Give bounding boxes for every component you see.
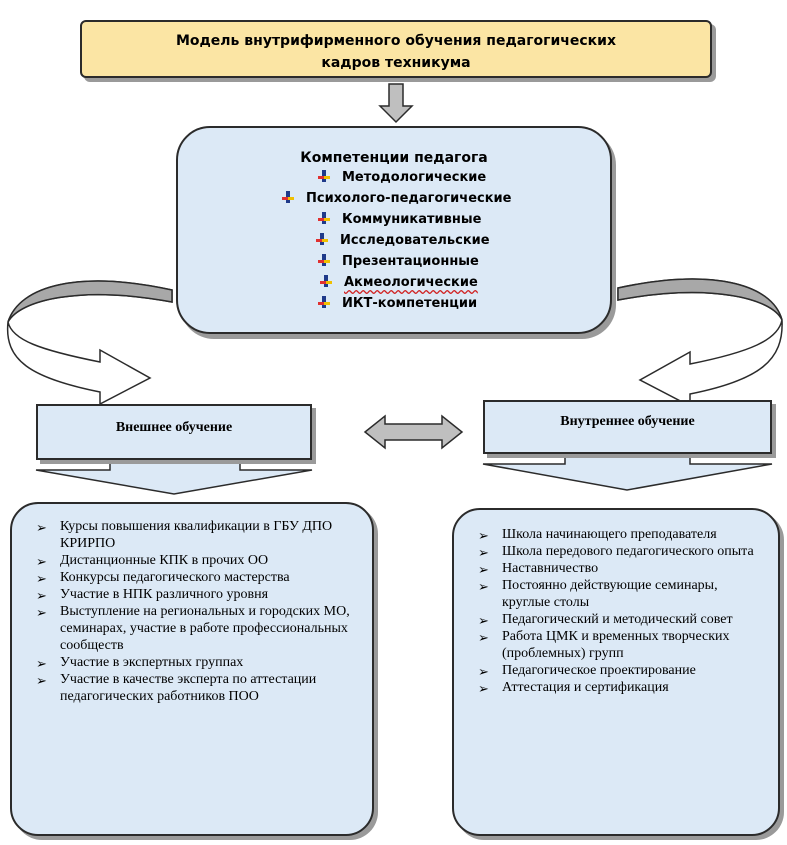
model-title-box: Модель внутрифирменного обучения педагог…	[80, 20, 712, 78]
arrowhead-bullet-icon: ➢	[36, 571, 47, 586]
list-item: ➢Школа передового педагогического опыта	[478, 544, 754, 560]
pinwheel-bullet-icon	[320, 275, 332, 287]
down-arrow-title	[378, 83, 414, 124]
arrowhead-bullet-icon: ➢	[478, 545, 489, 560]
internal-callout-arrow	[482, 451, 773, 491]
list-item: ➢Работа ЦМК и временных творческих (проб…	[478, 629, 730, 661]
arrowhead-bullet-icon: ➢	[36, 588, 47, 603]
arrowhead-bullet-icon: ➢	[36, 520, 47, 535]
competence-item: Коммуникативные	[318, 212, 481, 227]
pinwheel-bullet-icon	[318, 296, 330, 308]
arrowhead-bullet-icon: ➢	[478, 579, 489, 594]
list-item: ➢Школа начинающего преподавателя	[478, 527, 717, 543]
competence-item: Психолого-педагогические	[282, 191, 511, 206]
pinwheel-bullet-icon	[282, 191, 294, 203]
model-title-line-2: кадров техникума	[321, 55, 471, 71]
list-item: ➢Участие в экспертных группах	[36, 655, 244, 671]
external-training-label: Внешнее обучение	[115, 420, 233, 435]
list-item: ➢Постоянно действующие семинары, круглые…	[478, 578, 718, 610]
internal-training-label: Внутреннее обучение	[560, 414, 695, 429]
arrowhead-bullet-icon: ➢	[36, 605, 47, 620]
list-item: ➢Курсы повышения квалификации в ГБУ ДПО …	[36, 519, 333, 551]
internal-activities-list: ➢Школа начинающего преподавателя ➢Школа …	[452, 508, 780, 836]
competences-box: Компетенции педагога Методологические Пс…	[176, 126, 612, 334]
double-arrow	[363, 414, 464, 450]
arrowhead-bullet-icon: ➢	[478, 613, 489, 628]
model-title-line-1: Модель внутрифирменного обучения педагог…	[175, 33, 617, 49]
arrowhead-bullet-icon: ➢	[478, 562, 489, 577]
competence-item: Презентационные	[318, 254, 479, 269]
pinwheel-bullet-icon	[316, 233, 328, 245]
arrowhead-bullet-icon: ➢	[478, 681, 489, 696]
arrowhead-bullet-icon: ➢	[478, 528, 489, 543]
competence-item: ИКТ-компетенции	[318, 296, 477, 311]
pinwheel-bullet-icon	[318, 170, 330, 182]
arrowhead-bullet-icon: ➢	[36, 656, 47, 671]
competence-item: Акмеологические	[320, 275, 478, 290]
competence-item: Исследовательские	[316, 233, 490, 248]
list-item: ➢Педагогический и методический совет	[478, 612, 733, 628]
list-item: ➢Выступление на региональных и городских…	[36, 604, 350, 653]
pinwheel-bullet-icon	[318, 212, 330, 224]
arrowhead-bullet-icon: ➢	[478, 664, 489, 679]
left-curved-arrow	[6, 280, 173, 406]
arrowhead-bullet-icon: ➢	[36, 554, 47, 569]
competences-title: Компетенции педагога	[300, 150, 488, 166]
competence-item: Методологические	[318, 170, 486, 185]
list-item: ➢Аттестация и сертификация	[478, 680, 669, 696]
external-callout-arrow	[35, 457, 313, 495]
external-activities-list: ➢Курсы повышения квалификации в ГБУ ДПО …	[10, 502, 374, 836]
right-curved-arrow	[617, 278, 783, 408]
list-item: ➢Участие в качестве эксперта по аттестац…	[36, 672, 317, 704]
list-item: ➢Участие в НПК различного уровня	[36, 587, 269, 603]
arrowhead-bullet-icon: ➢	[36, 673, 47, 688]
list-item: ➢Дистанционные КПК в прочих ОО	[36, 553, 269, 569]
list-item: ➢Педагогическое проектирование	[478, 663, 696, 679]
internal-training-box: Внутреннее обучение	[483, 400, 772, 454]
external-training-box: Внешнее обучение	[36, 404, 312, 460]
pinwheel-bullet-icon	[318, 254, 330, 266]
list-item: ➢Наставничество	[478, 561, 599, 577]
list-item: ➢Конкурсы педагогического мастерства	[36, 570, 290, 586]
arrowhead-bullet-icon: ➢	[478, 630, 489, 645]
